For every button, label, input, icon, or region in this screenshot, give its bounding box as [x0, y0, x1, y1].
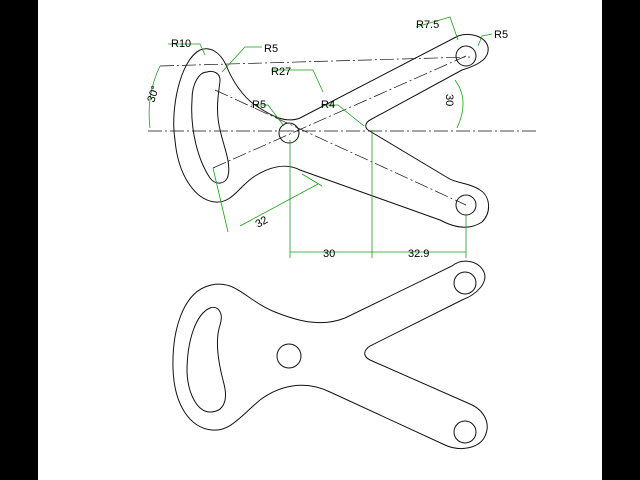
dim-r5-right: R5 [494, 29, 508, 41]
dim-r5-top: R5 [264, 43, 278, 55]
dim-32-9: 32.9 [408, 248, 429, 260]
drawing-sheet [38, 0, 602, 480]
top-view-upper-end-hole [455, 45, 477, 67]
upper-center-diagonal [212, 55, 467, 169]
top-view-center-hole [278, 122, 300, 144]
dim-32: 32 [254, 214, 271, 231]
bottom-view-curved-slot [186, 306, 226, 413]
dimension-lines [148, 16, 493, 258]
top-view: R10 R5 R7.5 R5 R27 R5 R4 30° 30 32 30 32… [145, 16, 538, 260]
dim-r5-center: R5 [252, 99, 266, 111]
dim-r4: R4 [321, 99, 335, 111]
dim-angle-30: 30° [145, 84, 162, 104]
dim-30-vertical: 30 [443, 94, 455, 106]
lower-arm-center-line [214, 89, 467, 206]
dim-r10: R10 [171, 38, 191, 50]
bottom-view-outline [172, 260, 488, 449]
bottom-view-lower-end-hole [453, 420, 477, 444]
bottom-view-upper-end-hole [453, 271, 477, 295]
dim-30-horizontal: 30 [323, 248, 335, 260]
bottom-view-center-hole [276, 343, 302, 369]
upper-arm-center-line [159, 56, 471, 67]
bottom-view [172, 260, 488, 449]
dim-r7-5: R7.5 [416, 19, 439, 31]
top-view-curved-slot [191, 70, 230, 184]
dim-r27: R27 [271, 66, 291, 78]
top-view-outline [173, 33, 489, 228]
